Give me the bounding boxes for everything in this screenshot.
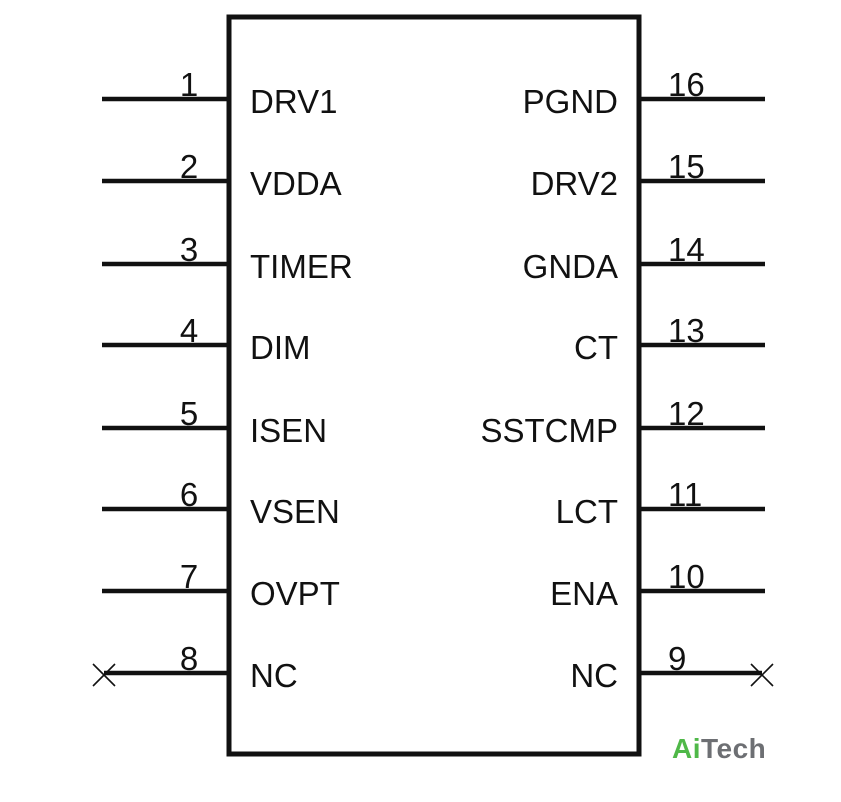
pin-number-9: 9 — [668, 640, 686, 677]
pin-label-11: LCT — [556, 493, 618, 530]
pin-number-6: 6 — [180, 476, 198, 513]
pin-label-8: NC — [250, 657, 298, 694]
pin-label-15: DRV2 — [531, 165, 618, 202]
pin-number-1: 1 — [180, 66, 198, 103]
pin-label-5: ISEN — [250, 412, 327, 449]
pin-label-13: CT — [574, 329, 618, 366]
right-pins: 16 PGND 15 DRV2 14 GNDA 13 CT 12 SSTCMP 11 LCT 10 ENA… — [480, 66, 774, 694]
pin-number-5: 5 — [180, 395, 198, 432]
no-connect-mark-left-7 — [92, 663, 116, 687]
pin-label-14: GNDA — [523, 248, 618, 285]
pin-label-1: DRV1 — [250, 83, 337, 120]
pin-label-12: SSTCMP — [480, 412, 618, 449]
logo-tech-text: Tech — [701, 733, 767, 764]
pin-number-13: 13 — [668, 312, 705, 349]
pin-label-7: OVPT — [250, 575, 340, 612]
left-pins: 1 DRV1 2 VDDA 3 TIMER 4 DIM 5 ISEN 6 VSEN 7 OVPT 8 NC — [92, 66, 353, 694]
pin-label-3: TIMER — [250, 248, 353, 285]
pin-number-10: 10 — [668, 558, 705, 595]
pin-number-7: 7 — [180, 558, 198, 595]
pin-number-15: 15 — [668, 148, 705, 185]
pin-label-6: VSEN — [250, 493, 340, 530]
pin-label-9: NC — [570, 657, 618, 694]
pin-number-11: 11 — [668, 476, 702, 513]
pin-label-4: DIM — [250, 329, 311, 366]
pin-number-16: 16 — [668, 66, 705, 103]
pin-label-16: PGND — [523, 83, 618, 120]
pin-number-14: 14 — [668, 231, 705, 268]
logo-ai-text: Ai — [672, 733, 701, 764]
ic-package-body — [226, 14, 642, 757]
pin-number-12: 12 — [668, 395, 705, 432]
pin-label-2: VDDA — [250, 165, 342, 202]
pin-number-8: 8 — [180, 640, 198, 677]
pin-number-2: 2 — [180, 148, 198, 185]
pin-number-4: 4 — [180, 312, 198, 349]
pin-number-3: 3 — [180, 231, 198, 268]
no-connect-mark-right-7 — [750, 663, 774, 687]
aitech-logo: AiTech — [672, 733, 766, 765]
pin-label-10: ENA — [550, 575, 618, 612]
